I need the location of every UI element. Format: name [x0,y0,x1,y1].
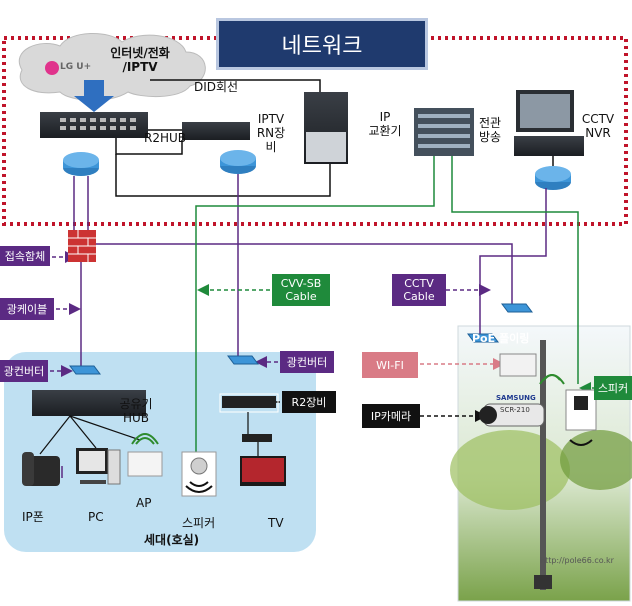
firewall-icon [68,230,96,262]
did-label: DID회선 [194,80,239,94]
page-title: 네트워크 [216,18,428,70]
household-label: 세대(호실) [144,533,200,547]
tag-connector: 접속함체 [0,246,50,266]
router-icons [63,150,571,190]
sharer-hub-label: 공유기 HUB [119,397,153,425]
watermark-url: http://pole66.co.kr [540,556,614,565]
internet-cloud [18,32,206,101]
set-top-box [242,434,272,442]
mini-switch-icons [69,303,533,375]
ap-label: AP [136,496,152,510]
broadcast-label: 전관 방송 [478,116,502,144]
tag-cvv-sb-cable: CVV-SB Cable [272,274,330,306]
core-switch [40,112,148,138]
r2hub-switch [182,122,250,140]
tag-ip-camera: IP카메라 [362,404,420,428]
pc-icon [76,448,121,485]
camera-model-label: SCR-210 [500,406,530,414]
ip-exchange-label: IP 교환기 [368,110,402,138]
tag-cctv-cable: CCTV Cable [392,274,446,306]
outdoor-speaker-icon [565,389,597,446]
nvr-box [514,136,584,156]
outdoor-ap-box [499,353,537,377]
tv-label: TV [268,516,284,530]
ip-phone-icon [22,452,60,486]
samsung-logo: SAMSUNG [496,394,536,402]
tag-r2-device: R2장비 [282,391,336,413]
tag-media-converter-left: 광컨버터 [0,360,48,382]
pole-sign-label: PoE 폴이링 [472,332,530,345]
tag-optical-cable: 광케이블 [0,298,54,320]
ip-phone-label: IP폰 [22,510,44,524]
household-hub [32,390,146,416]
brand-logo: LG U+ [60,62,92,72]
cctv-nvr-label: CCTV NVR [581,112,615,140]
iptv-rn-label: IPTV RN장 비 [256,112,286,154]
ip-camera-icon [479,403,545,427]
r2hub-label: R2HUB [144,131,187,145]
home-speaker-icon [181,451,217,497]
tag-outdoor-speaker: 스피커 [594,376,632,400]
cloud-label: 인터넷/전화 /IPTV [110,46,170,74]
r2-device [222,396,276,408]
home-speaker-label: 스피커 [182,516,216,530]
tag-wifi: WI-FI [362,352,418,378]
pc-label: PC [88,510,104,524]
tag-media-converter-mid: 광컨버터 [280,351,334,373]
ap-icon [127,433,163,477]
